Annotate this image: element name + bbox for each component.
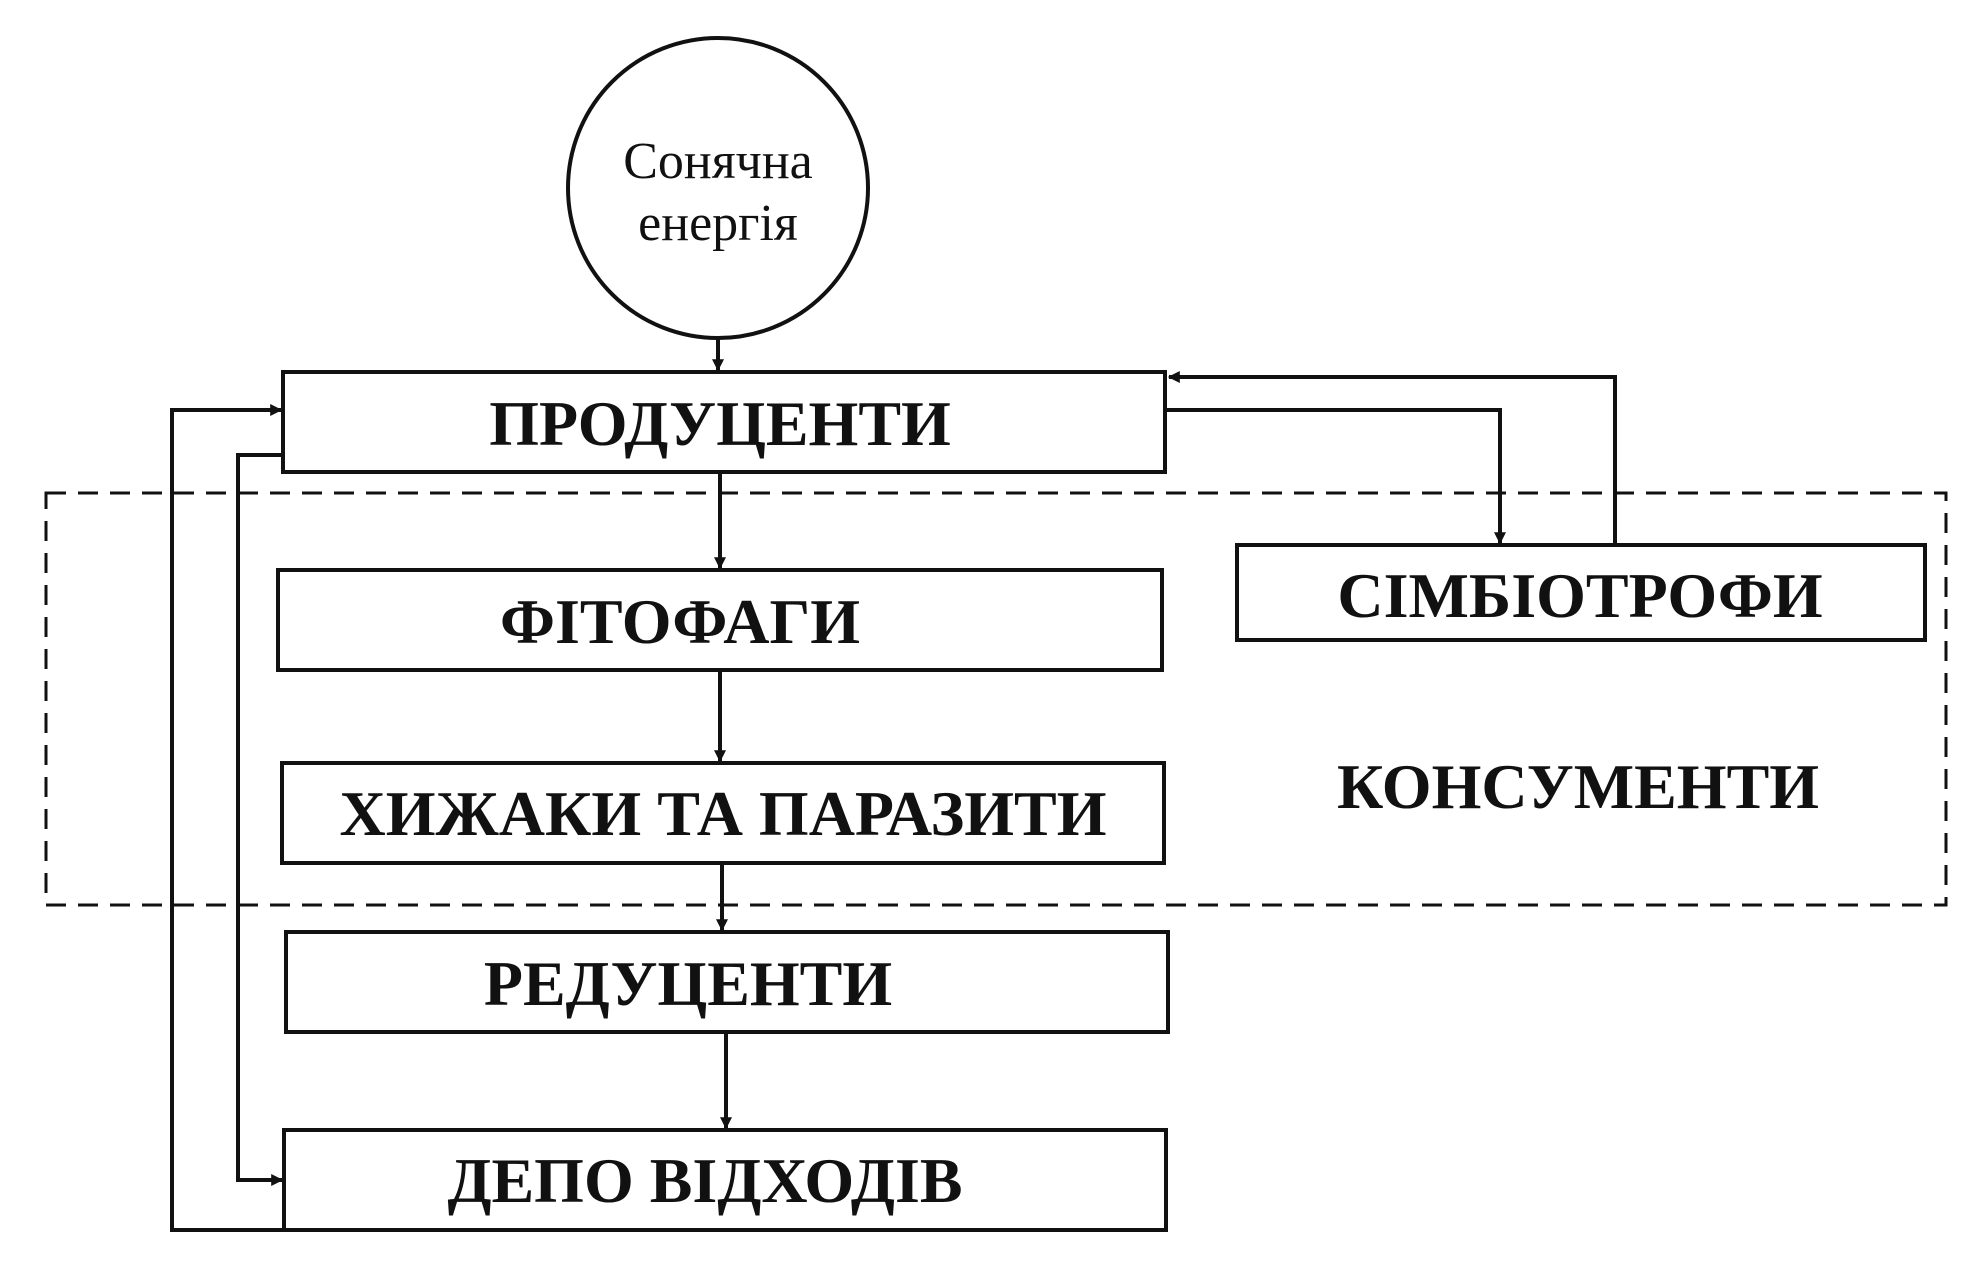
- predators-parasites-label: ХИЖАКИ ТА ПАРАЗИТИ: [340, 778, 1107, 849]
- waste-depot-frame: [282, 1128, 1168, 1232]
- consumers-group-frame: [44, 491, 1948, 907]
- arrow-producers-to-waste-depot: [236, 453, 284, 1186]
- reducers-label: РЕДУЦЕНТИ: [484, 948, 892, 1019]
- phytophages-label: ФІТОФАГИ: [500, 586, 860, 657]
- symbiotrophs-frame: [1235, 543, 1927, 642]
- predators-parasites-box: ХИЖАКИ ТА ПАРАЗИТИ: [280, 761, 1166, 865]
- reducers-frame: [284, 930, 1170, 1034]
- symbiotrophs-label: СІМБІОТРОФИ: [1337, 560, 1822, 631]
- sun-label-line1: Сонячна: [623, 133, 813, 190]
- producers-frame: [281, 370, 1167, 474]
- arrow-producers-to-symbiotrophs: [1167, 408, 1506, 545]
- solar-energy-node: Сонячна енергія: [566, 36, 870, 340]
- predators-parasites-frame: [280, 761, 1166, 865]
- sun-label-line2: енергія: [638, 195, 798, 252]
- arrow-waste-depot-to-producers: [170, 404, 284, 1232]
- symbiotrophs-box: СІМБІОТРОФИ: [1235, 543, 1927, 642]
- consumers-label: КОНСУМЕНТИ: [1337, 751, 1819, 822]
- reducers-box: РЕДУЦЕНТИ: [284, 930, 1170, 1034]
- arrow-symbiotrophs-to-producers: [1167, 371, 1617, 545]
- waste-depot-box: ДЕПО ВІДХОДІВ: [282, 1128, 1168, 1232]
- producers-box: ПРОДУЦЕНТИ: [281, 370, 1167, 474]
- phytophages-frame: [276, 568, 1164, 672]
- waste-depot-label: ДЕПО ВІДХОДІВ: [447, 1145, 962, 1216]
- producers-label: ПРОДУЦЕНТИ: [489, 388, 951, 459]
- phytophages-box: ФІТОФАГИ: [276, 568, 1164, 672]
